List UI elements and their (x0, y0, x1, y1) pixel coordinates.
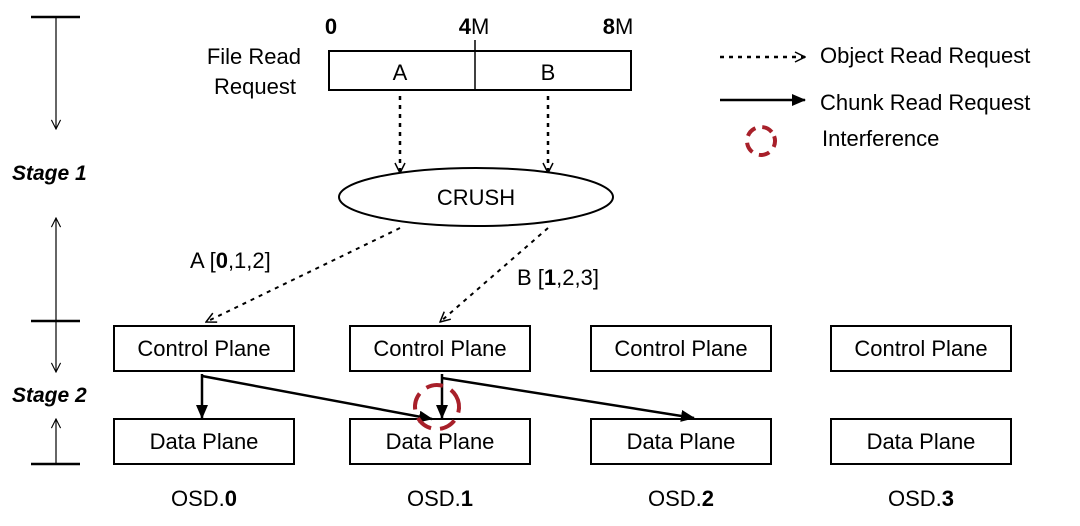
control-plane-label: Control Plane (137, 336, 270, 361)
object-read-arrow-crush-to-osd1 (440, 227, 549, 322)
legend-object-read-label: Object Read Request (820, 43, 1030, 68)
data-plane-label: Data Plane (867, 429, 976, 454)
segment-a-label: A (393, 60, 408, 85)
data-plane-box (113, 418, 295, 465)
chunk-read-arrow-osd1-cp-to-osd2-dp (441, 376, 695, 422)
control-plane-label: Control Plane (854, 336, 987, 361)
file-read-request-label-line2: Request (214, 74, 296, 99)
data-plane-label: Data Plane (386, 429, 495, 454)
offset-tick-8m: 8M (603, 14, 634, 39)
placement-b-label: B [1,2,3] (517, 265, 599, 290)
chunk-read-arrow-osd0-cp-to-osd1-dp (201, 374, 433, 423)
stage-1-label: Stage 1 (12, 162, 87, 185)
osd-name: OSD.0 (171, 486, 237, 511)
segment-b-label: B (541, 60, 556, 85)
offset-tick-0: 0 (325, 14, 337, 39)
legend-interference-label: Interference (822, 126, 939, 151)
object-read-arrow-crush-to-osd0 (206, 227, 401, 323)
osd-name: OSD.2 (648, 486, 714, 511)
data-plane-box (830, 418, 1012, 465)
crush-ellipse (338, 167, 614, 227)
osd-0: Control Plane Data Plane OSD.0 (113, 325, 295, 511)
osd-1: Control Plane Data Plane OSD.1 (349, 325, 531, 511)
crush-label: CRUSH (437, 185, 515, 210)
file-range-bar (328, 50, 632, 91)
control-plane-label: Control Plane (373, 336, 506, 361)
osd-name: OSD.1 (407, 486, 473, 511)
control-plane-box (349, 325, 531, 372)
legend-interference-swatch (745, 125, 777, 157)
osd-name: OSD.3 (888, 486, 954, 511)
control-plane-label: Control Plane (614, 336, 747, 361)
data-plane-label: Data Plane (150, 429, 259, 454)
data-plane-box (349, 418, 531, 465)
legend: Object Read Request Chunk Read Request I… (720, 43, 1030, 157)
file-read-request-label-line1: File Read (207, 44, 301, 69)
control-plane-box (830, 325, 1012, 372)
crush-node: CRUSH (338, 167, 614, 227)
placement-a-label: A [0,1,2] (190, 248, 271, 273)
file-read-request: File Read Request 0 4M 8M A B (207, 14, 633, 99)
data-plane-label: Data Plane (627, 429, 736, 454)
stage-2-label: Stage 2 (12, 384, 87, 407)
interference-marker (413, 383, 461, 431)
legend-chunk-read-label: Chunk Read Request (820, 90, 1030, 115)
control-plane-box (590, 325, 772, 372)
osd-2: Control Plane Data Plane OSD.2 (590, 325, 772, 511)
control-plane-box (113, 325, 295, 372)
stage-timeline: Stage 1 Stage 2 (12, 15, 87, 466)
osd-3: Control Plane Data Plane OSD.3 (830, 325, 1012, 511)
offset-tick-4m: 4M (459, 14, 490, 39)
